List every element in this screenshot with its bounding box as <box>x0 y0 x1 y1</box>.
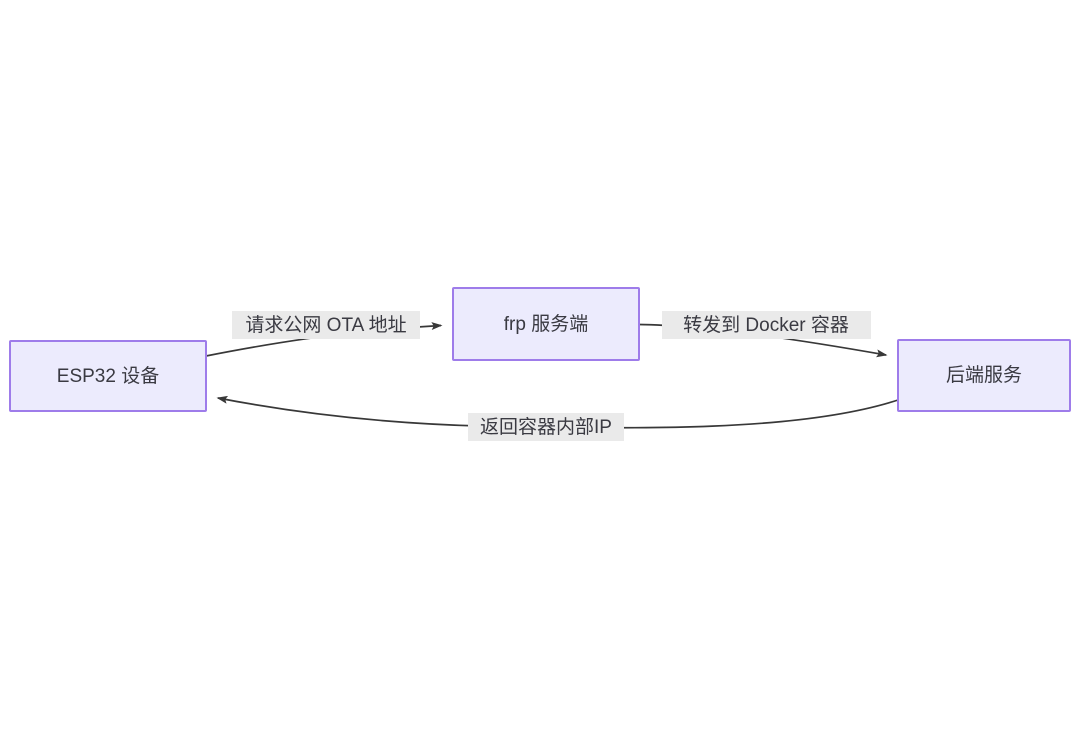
edge-label-forward-docker-text: 转发到 Docker 容器 <box>683 314 849 336</box>
node-backend-label: 后端服务 <box>946 364 1022 386</box>
edge-label-return-container-ip-bg <box>468 413 624 441</box>
edge-label-request-ota: 请求公网 OTA 地址 <box>232 311 420 339</box>
node-frp-label: frp 服务端 <box>504 313 588 335</box>
node-backend-rect[interactable] <box>897 339 1071 412</box>
node-esp32-rect[interactable] <box>9 340 207 412</box>
edge-label-return-container-ip-text: 返回容器内部IP <box>480 416 612 438</box>
node-esp32-label: ESP32 设备 <box>57 365 159 387</box>
edge-label-return-container-ip: 返回容器内部IP <box>468 413 624 441</box>
node-esp32-device[interactable]: ESP32 设备 <box>9 340 207 412</box>
node-backend-service[interactable]: 后端服务 <box>897 339 1071 412</box>
edge-label-forward-docker: 转发到 Docker 容器 <box>662 311 871 339</box>
edge-label-request-ota-bg <box>232 311 420 339</box>
edge-label-request-ota-text: 请求公网 OTA 地址 <box>245 314 406 336</box>
node-frp-rect[interactable] <box>452 287 640 361</box>
edge-label-forward-docker-bg <box>662 311 871 339</box>
node-frp-server[interactable]: frp 服务端 <box>452 287 640 361</box>
